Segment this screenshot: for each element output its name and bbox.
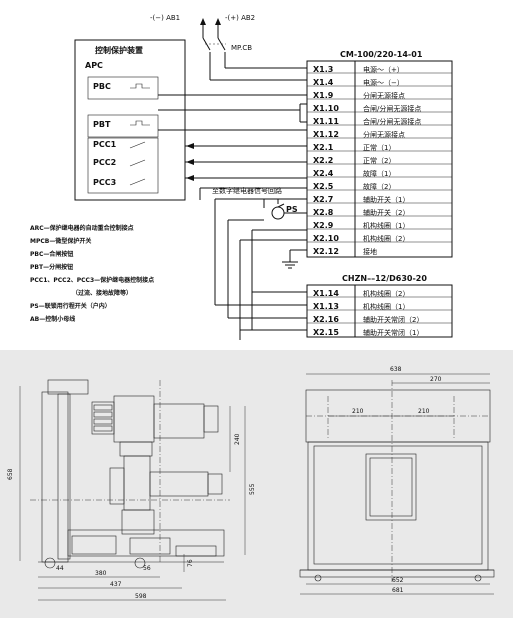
tb2-label-3: 辅助开关常闭（1） [363, 328, 423, 337]
tb1-terminal-0: X1.3 [313, 65, 333, 74]
relay-note: 至数字继电器信号回路 [212, 186, 282, 195]
tb1-terminal-1: X1.4 [313, 78, 334, 87]
dim-240: 240 [234, 433, 241, 445]
apc-label: APC [85, 61, 103, 70]
tb2-terminal-2: X2.16 [313, 315, 339, 324]
tb1-label-5: 分闸无源接点 [363, 130, 405, 139]
tb1-label-12: 机构线圈（1） [363, 221, 409, 230]
tb1-terminal-8: X2.4 [313, 169, 334, 178]
dim-681: 681 [392, 587, 404, 594]
tb1-terminal-11: X2.8 [313, 208, 334, 217]
pcc3-label: PCC3 [93, 178, 116, 187]
tb1-terminal-7: X2.2 [313, 156, 333, 165]
dim-270: 270 [430, 376, 442, 383]
legend-item-6: PS—联锁用行程开关（户内） [30, 302, 111, 310]
pbt-label: PBT [93, 120, 111, 129]
tb1-label-0: 电源～（+） [363, 65, 404, 74]
dim-210b: 210 [418, 408, 430, 415]
dim-210a: 210 [352, 408, 364, 415]
ps-switch [264, 198, 307, 220]
ab-arrows [200, 18, 307, 81]
legend-item-5: （过流、接地故障等） [72, 289, 132, 297]
tb1-terminal-4: X1.11 [313, 117, 339, 126]
tb1-terminal-14: X2.12 [313, 247, 339, 256]
tb1-terminal-9: X2.5 [313, 182, 334, 191]
ground-and-coils [214, 198, 307, 340]
tb1-terminal-10: X2.7 [313, 195, 333, 204]
dim-380: 380 [95, 570, 107, 577]
tb2-terminal-3: X2.15 [313, 328, 339, 337]
ab1-label: -(−) AB1 [150, 14, 180, 22]
tb1-terminal-12: X2.9 [313, 221, 334, 230]
tb1-terminal-5: X1.12 [313, 130, 339, 139]
pcc1-label: PCC1 [93, 140, 117, 149]
legend-item-1: MPCB—微型保护开关 [30, 237, 91, 245]
pbc-label: PBC [93, 82, 111, 91]
legend-item-4: PCC1、PCC2、PCC3—保护继电器控制接点 [30, 276, 154, 284]
legend-item-3: PBT—分闸按钮 [30, 263, 73, 271]
tb1-label-6: 正常（1） [363, 143, 395, 152]
dim-658: 658 [7, 468, 14, 480]
tb2-terminal-1: X1.13 [313, 302, 339, 311]
tb1-terminal-3: X1.10 [313, 104, 339, 113]
terminal-block-2: CHZN––12/D630-20 [306, 274, 453, 338]
dim-56: 56 [143, 565, 151, 572]
dim-76: 76 [187, 559, 194, 567]
terminal-block-1: CM-100/220-14-01 [306, 50, 453, 258]
tb1-label-9: 故障（2） [363, 182, 395, 191]
legend: ARC—保护继电器的自动重合控制接点 MPCB—微型保护开关 PBC—合闸按钮 PBT… [30, 224, 154, 323]
tb2-label-2: 辅助开关常闭（2） [363, 315, 423, 324]
tb1-terminal-2: X1.9 [313, 91, 334, 100]
front-view: 638 270 210 210 652 681 [299, 366, 495, 595]
mechanical-drawings: 658 240 555 44 56 76 380 437 598 638 [0, 350, 513, 618]
dim-638: 638 [390, 366, 402, 373]
dim-598: 598 [135, 593, 147, 600]
terminal-block-2-rows: X1.14 机构线圈（2） X1.13 机构线圈（1） X2.16 辅助开关常闭（2） X2… [307, 289, 452, 337]
tb1-label-10: 辅助开关（1） [363, 195, 409, 204]
tb1-terminal-13: X2.10 [313, 234, 339, 243]
dim-555: 555 [249, 483, 256, 495]
tb1-title: CM-100/220-14-01 [340, 50, 423, 59]
tb2-label-0: 机构线圈（2） [363, 289, 409, 298]
terminal-block-1-rows: X1.3 电源～（+） X1.4 电源～（−） X1.9 分闸无源接点 X1.10 合闸/分闸… [307, 65, 452, 256]
ps-label: PS [286, 205, 298, 214]
mpcb-label: MP.CB [231, 44, 252, 52]
wiring-diagram: -(−) AB1 -(+) AB2 MP.CB 控制保护装置 APC PBC P… [30, 14, 453, 340]
wires [158, 94, 307, 200]
dim-44: 44 [56, 565, 64, 572]
legend-item-7: AB—控制小母线 [30, 315, 75, 323]
dim-652: 652 [392, 577, 404, 584]
protection-title: 控制保护装置 [95, 45, 143, 55]
ab2-label: -(+) AB2 [225, 14, 255, 22]
tb2-title: CHZN––12/D630-20 [342, 274, 427, 283]
pcc2-label: PCC2 [93, 158, 116, 167]
tb1-label-4: 合闸/分闸无源接点 [363, 117, 421, 126]
tb2-label-1: 机构线圈（1） [363, 302, 409, 311]
dim-437: 437 [110, 581, 122, 588]
tb1-label-13: 机构线圈（2） [363, 234, 409, 243]
tb1-label-11: 辅助开关（2） [363, 208, 409, 217]
side-view: 658 240 555 44 56 76 380 437 598 [7, 379, 256, 601]
legend-item-2: PBC—合闸按钮 [30, 250, 73, 258]
protection-box: 控制保护装置 APC PBC PBT PCC1 PCC2 PCC3 [74, 39, 186, 201]
tb1-terminal-6: X2.1 [313, 143, 334, 152]
tb1-label-7: 正常（2） [363, 156, 395, 165]
tb1-label-14: 接地 [363, 247, 377, 256]
tb2-terminal-0: X1.14 [313, 289, 339, 298]
tb1-label-3: 合闸/分闸无源接点 [363, 104, 421, 113]
tb1-label-8: 故障（1） [363, 169, 395, 178]
tb1-label-2: 分闸无源接点 [363, 91, 405, 100]
tb1-label-1: 电源～（−） [363, 78, 404, 87]
legend-item-0: ARC—保护继电器的自动重合控制接点 [30, 224, 134, 232]
